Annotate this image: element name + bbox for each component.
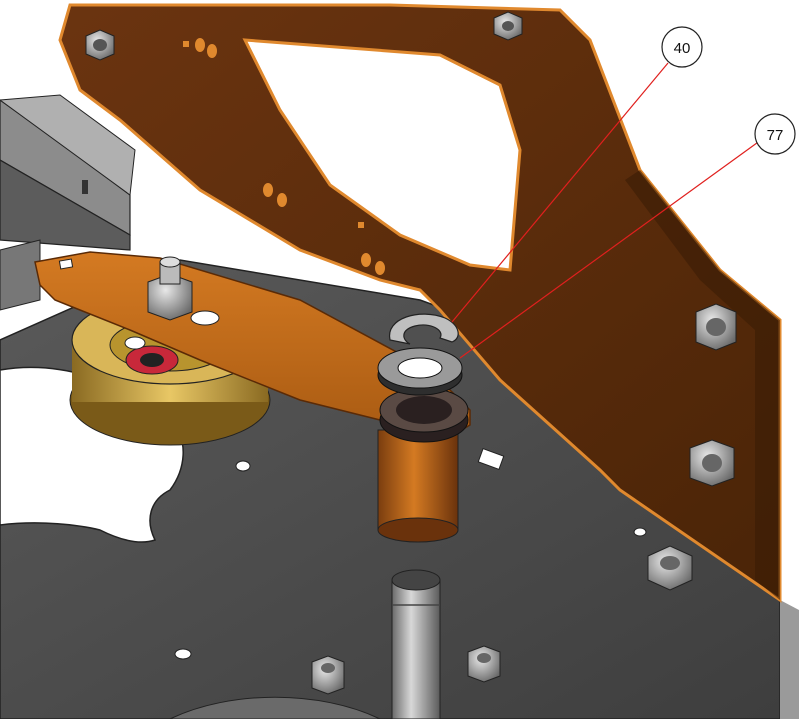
hex-nut-icon (695, 303, 737, 351)
flanged-bearing (379, 387, 469, 443)
leader-line-40 (451, 62, 669, 323)
callout-leaders (451, 62, 762, 359)
hex-nut-icon (689, 439, 735, 487)
callout-label-77: 77 (767, 127, 784, 144)
arm-bolt (147, 256, 193, 321)
hex-nut-icon (467, 645, 501, 683)
pivot-bushing (377, 429, 459, 543)
hex-nut-icon (493, 11, 523, 41)
left-rail (0, 94, 136, 311)
hex-nut-icon (647, 545, 693, 591)
hex-nut-icon (85, 29, 115, 61)
leader-line-77 (459, 139, 762, 359)
retaining-clip (389, 313, 459, 345)
callout-balloon-40: 40 (661, 26, 703, 68)
hex-nut-icon (311, 655, 345, 695)
dowel-pin (391, 569, 441, 719)
main-bracket (58, 3, 782, 603)
bracket-nuts (85, 11, 737, 695)
callout-label-40: 40 (674, 40, 691, 57)
flat-washer (377, 347, 463, 396)
callout-balloon-77: 77 (754, 113, 796, 155)
